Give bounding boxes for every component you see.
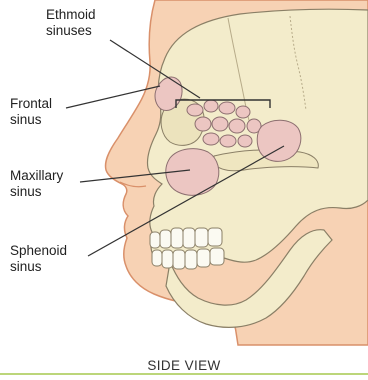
sphenoid-sinus-label: Sphenoid sinus <box>10 243 67 275</box>
maxillary-sinus-label: Maxillary sinus <box>10 168 63 200</box>
upper-teeth <box>150 228 222 248</box>
view-caption: SIDE VIEW <box>0 358 368 373</box>
ethmoid-sinuses-label: Ethmoid sinuses <box>46 7 96 39</box>
sphenoid-sinus <box>257 120 301 161</box>
frontal-sinus-label: Frontal sinus <box>10 96 52 128</box>
